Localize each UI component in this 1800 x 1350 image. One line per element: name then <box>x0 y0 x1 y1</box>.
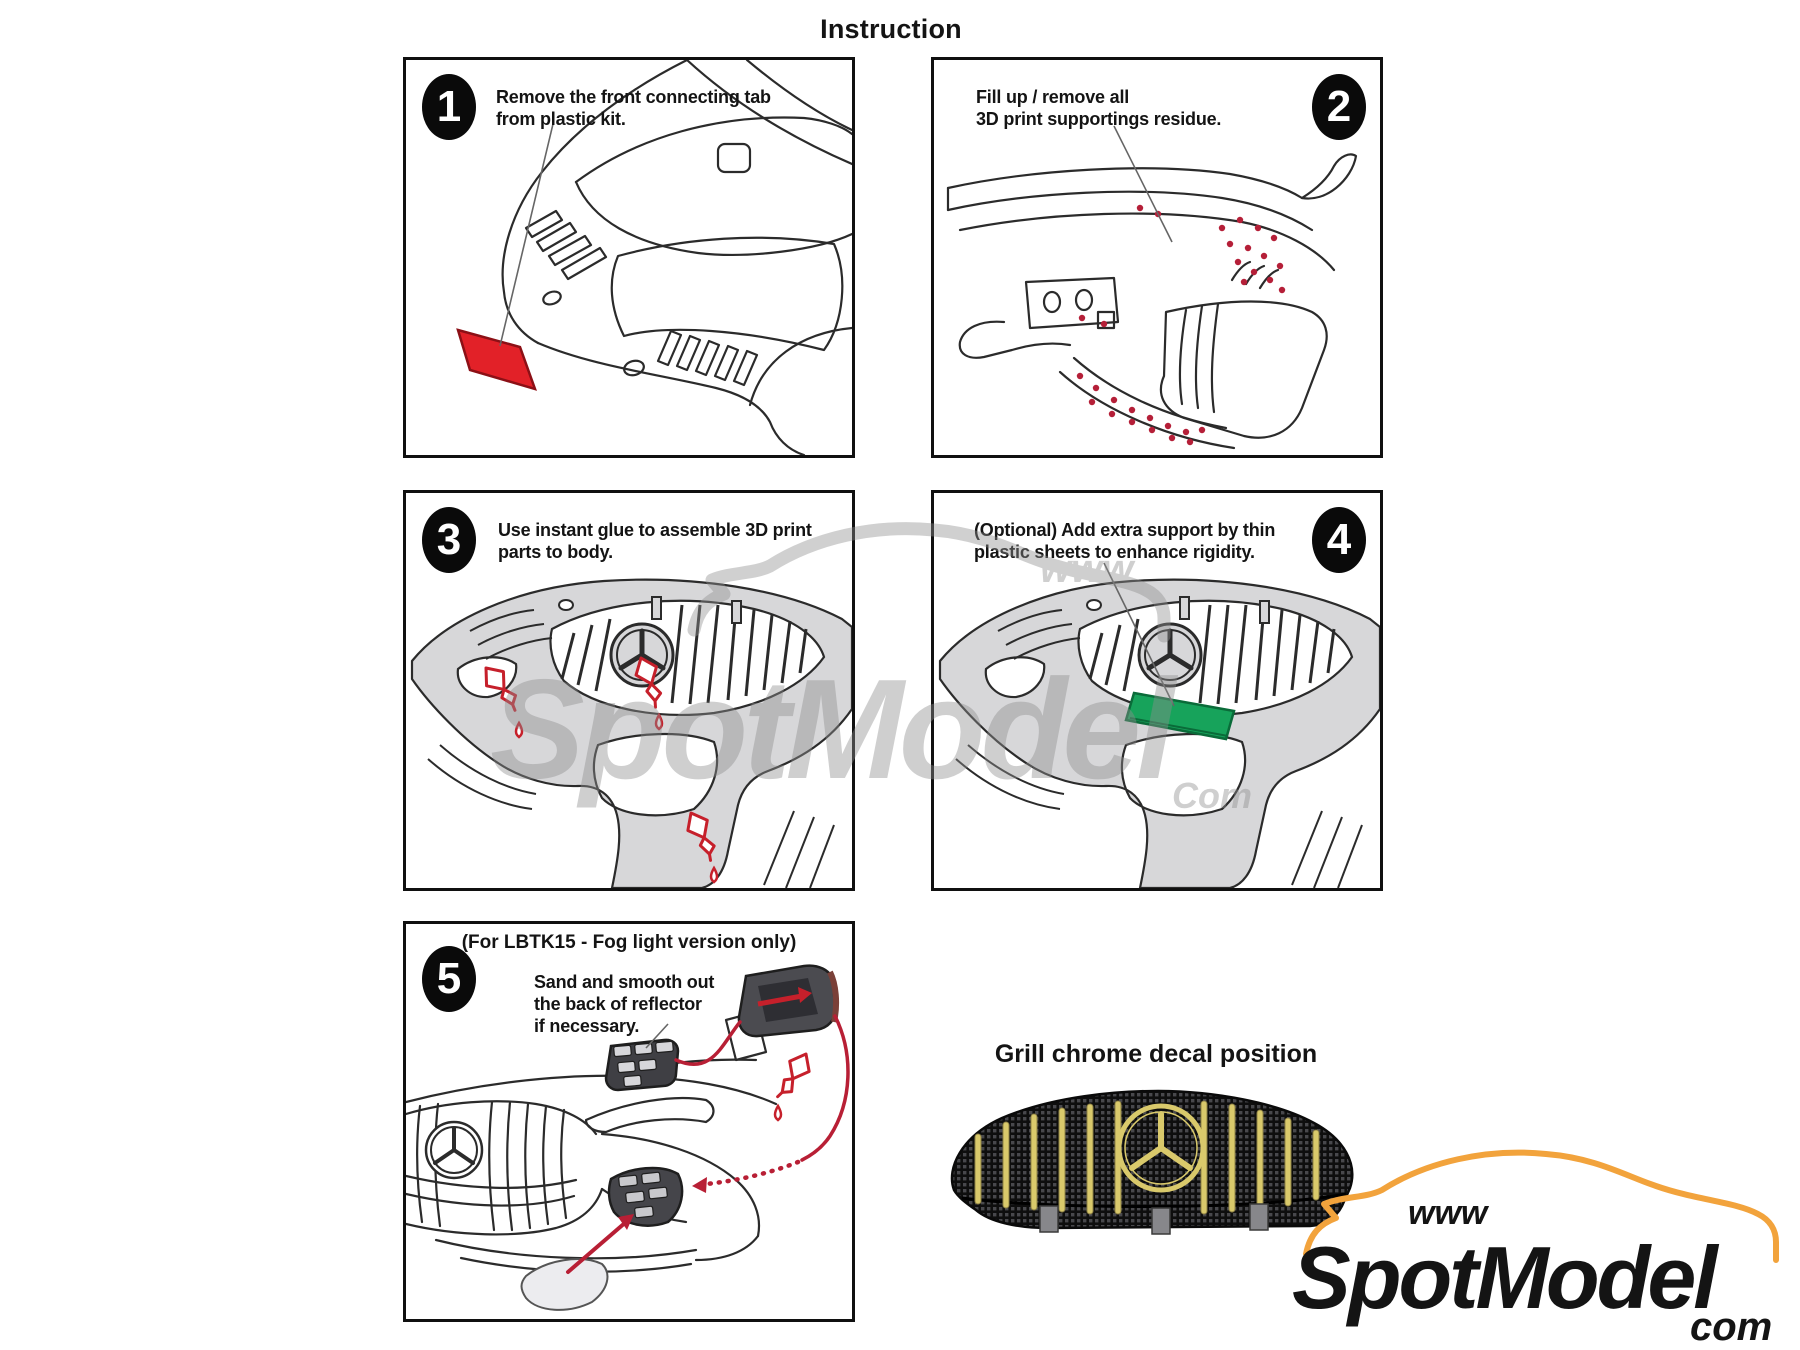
step-text-line: the back of reflector <box>534 993 702 1014</box>
step-text: Remove the front connecting tab from pla… <box>496 86 771 131</box>
step-text-line: (Optional) Add extra support by thin <box>974 520 1276 540</box>
fog-light-housing-part <box>737 964 840 1038</box>
step-text: Sand and smooth out the back of reflecto… <box>534 972 714 1038</box>
step-number: 1 <box>436 82 462 131</box>
step-4-panel: 4 (Optional) Add extra support by thin p… <box>931 490 1383 891</box>
step-number: 2 <box>1326 82 1352 131</box>
grill-decal-title: Grill chrome decal position <box>994 1040 1318 1068</box>
spotmodel-logo: www SpotModel com <box>1292 1149 1779 1346</box>
glue-bottle-icon <box>770 1047 818 1122</box>
leader-line <box>1103 562 1175 707</box>
fog-light-assembly-drawing <box>406 964 850 1311</box>
logo-www: www <box>1408 1194 1490 1232</box>
step-number-badge: 3 <box>422 507 476 573</box>
step-text: Fill up / remove all 3D print supporting… <box>976 86 1221 131</box>
logo-name: SpotModel <box>1292 1228 1719 1327</box>
step-text: (Optional) Add extra support by thin pla… <box>974 519 1275 564</box>
grille-tabs <box>1039 1203 1269 1235</box>
green-support-sheet <box>1124 691 1236 741</box>
support-residue-dots <box>1076 204 1286 446</box>
step-number-badge: 4 <box>1312 507 1366 573</box>
rear-bumper-drawing <box>946 125 1358 450</box>
front-bumper-part <box>940 580 1380 888</box>
page-title: Instruction <box>820 14 962 44</box>
step-number: 5 <box>436 954 462 1003</box>
logo-com: com <box>1690 1305 1772 1346</box>
step-number: 3 <box>436 515 462 564</box>
red-arrowhead <box>618 1214 634 1230</box>
step-text-line: Use instant glue to assemble 3D print <box>498 520 812 540</box>
step-text-line: Remove the front connecting tab <box>496 87 771 107</box>
leader-line <box>499 123 554 347</box>
step-number-badge: 1 <box>422 74 476 140</box>
red-arrow <box>566 1014 850 1274</box>
red-arrowhead <box>692 1177 707 1193</box>
reflector-back-part <box>604 1038 680 1092</box>
step-text: Use instant glue to assemble 3D print pa… <box>498 519 812 564</box>
leader-line <box>1113 125 1173 243</box>
step-text-line: from plastic kit. <box>496 109 626 130</box>
front-bumper-support-drawing <box>934 562 1380 888</box>
step-number-badge: 2 <box>1312 74 1366 140</box>
mercedes-star-icon <box>1116 1103 1206 1193</box>
step-text-line: Fill up / remove all <box>976 87 1130 107</box>
grille-decal-graphic <box>950 1089 1354 1235</box>
step-header: (For LBTK15 - Fog light version only) <box>461 932 797 953</box>
step-text-line: plastic sheets to enhance rigidity. <box>974 542 1255 563</box>
fog-light-opening <box>607 1166 684 1227</box>
step-2-panel: 2 Fill up / remove all 3D print supporti… <box>931 57 1383 458</box>
washer-cover-part <box>520 1258 609 1311</box>
step-text-line: Sand and smooth out <box>534 972 715 992</box>
step-1-panel: 1 Remove the front connecting tab from p… <box>403 57 855 458</box>
step-text-line: parts to body. <box>498 542 613 563</box>
step-number-badge: 5 <box>422 946 476 1012</box>
grille-mesh <box>950 1089 1354 1230</box>
step-3-panel: 3 Use instant glue to assemble 3D print … <box>403 490 855 891</box>
step-number: 4 <box>1326 515 1352 564</box>
car-body-drawing <box>456 60 852 455</box>
step-text-line: if necessary. <box>534 1015 640 1036</box>
front-bumper-part <box>412 580 852 888</box>
step-5-panel: 5 (For LBTK15 - Fog light version only) … <box>403 921 855 1322</box>
leader-line <box>645 1023 669 1049</box>
step-text-line: 3D print supportings residue. <box>976 109 1222 130</box>
connecting-tab-highlight <box>456 328 538 391</box>
car-outline-icon <box>1303 1149 1779 1263</box>
